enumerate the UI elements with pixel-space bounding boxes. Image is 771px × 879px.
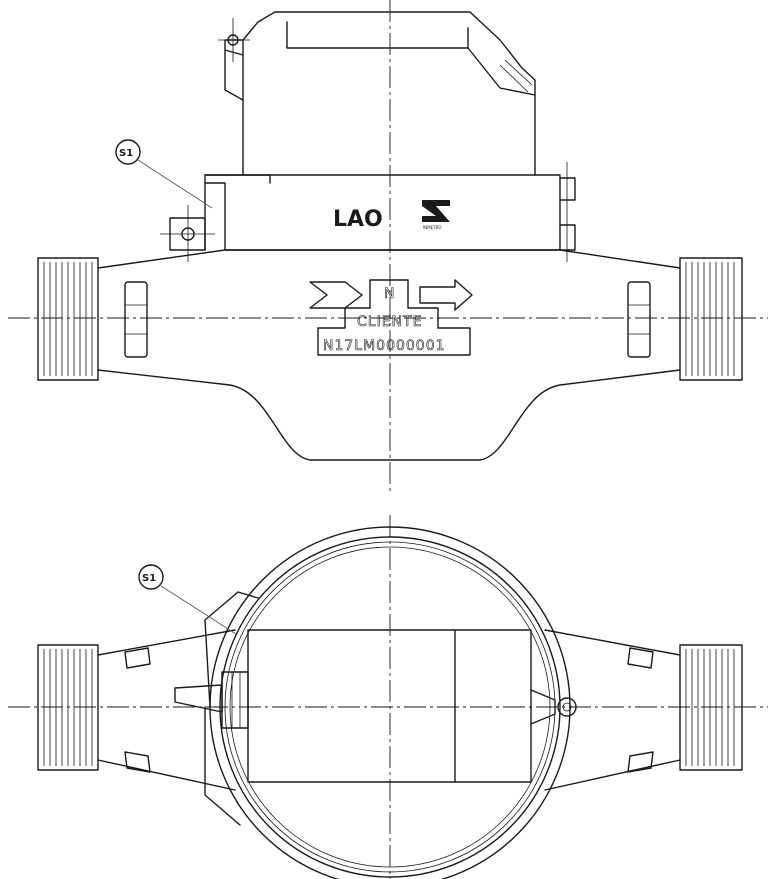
register-housing bbox=[218, 11, 536, 176]
inmetro-logo-caption: INMETRO bbox=[423, 225, 442, 230]
callout-s1-bottom: S1 bbox=[138, 564, 237, 635]
register-box-plan bbox=[174, 629, 577, 783]
centerlines bbox=[8, 0, 768, 879]
callout-s1-bottom-label: S1 bbox=[142, 573, 156, 584]
callout-s1-top: S1 bbox=[115, 139, 213, 209]
letter-n-marking: N bbox=[384, 286, 395, 302]
serial-number-marking: N17LM0000001 bbox=[323, 338, 446, 354]
pipe-body bbox=[37, 249, 743, 461]
meter-round-body bbox=[204, 526, 571, 879]
seal-hole-top bbox=[227, 34, 239, 46]
plan-pipe-arms bbox=[37, 629, 743, 791]
callout-s1-top-label: S1 bbox=[119, 148, 133, 159]
marking-plate bbox=[317, 279, 471, 356]
inmetro-logo: INMETRO bbox=[422, 200, 450, 230]
brand-label: LAO bbox=[333, 207, 383, 232]
